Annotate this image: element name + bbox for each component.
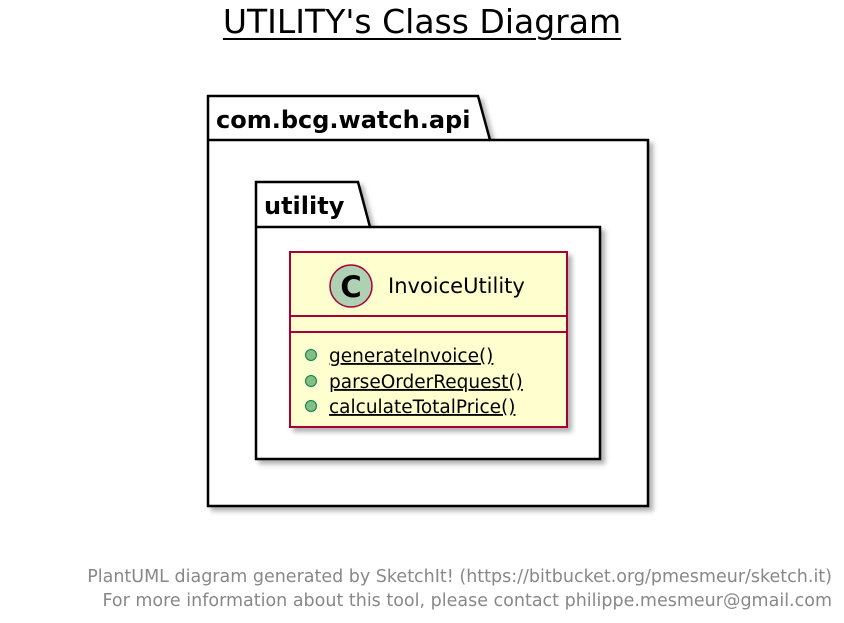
class-circle-icon: [329, 264, 373, 308]
method-name: generateInvoice(): [329, 346, 493, 367]
public-method-icon: [305, 375, 317, 387]
class-invoice-utility[interactable]: C InvoiceUtility generateInvoice() parse…: [289, 251, 568, 428]
public-method-icon: [305, 400, 317, 412]
method-row[interactable]: generateInvoice(): [305, 346, 494, 367]
class-stereotype-letter: C: [340, 270, 361, 304]
public-method-icon: [305, 349, 317, 361]
inner-package-label: utility: [264, 192, 345, 220]
footer-line-2: For more information about this tool, pl…: [102, 591, 832, 611]
method-name: calculateTotalPrice(): [329, 397, 515, 418]
method-row[interactable]: parseOrderRequest(): [305, 372, 523, 393]
diagram-title: UTILITY's Class Diagram: [222, 2, 622, 41]
footer-line-1: PlantUML diagram generated by SketchIt! …: [87, 567, 832, 587]
method-name: parseOrderRequest(): [329, 372, 523, 393]
method-row[interactable]: calculateTotalPrice(): [305, 397, 516, 418]
class-name: InvoiceUtility: [388, 274, 525, 298]
outer-package-label: com.bcg.watch.api: [216, 106, 470, 134]
